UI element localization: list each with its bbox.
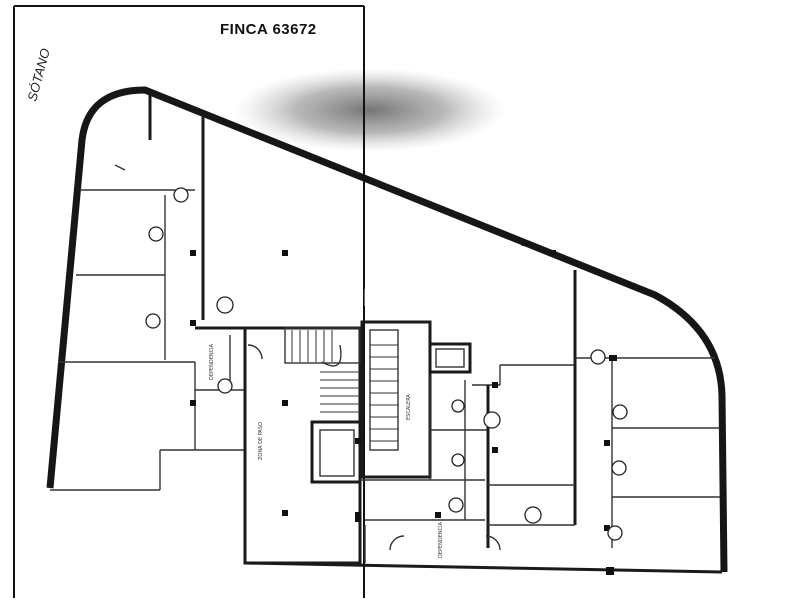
floor-side-label: SÓTANO xyxy=(24,47,52,103)
right-wing-walls xyxy=(244,270,723,574)
center-room-label: ZONA DE PASO xyxy=(258,422,264,460)
right-stair-core xyxy=(360,320,472,479)
left-wing-walls xyxy=(50,92,263,491)
plan-title: FINCA 63672 xyxy=(220,21,317,38)
bottom-room-label: DEPENDENCIA xyxy=(438,521,444,558)
stair-treads-upper xyxy=(291,330,333,362)
stair-treads-lower xyxy=(320,371,362,413)
watermark: habitaclia xyxy=(335,287,442,312)
left-room-label: DEPENDENCIA xyxy=(209,343,215,380)
scan-smudge xyxy=(235,68,505,152)
stair-core xyxy=(243,326,362,565)
parking-numbers xyxy=(145,187,628,541)
column-markers xyxy=(190,242,617,575)
stair-label: ESCALERA xyxy=(406,394,412,420)
building-outline xyxy=(46,86,728,573)
